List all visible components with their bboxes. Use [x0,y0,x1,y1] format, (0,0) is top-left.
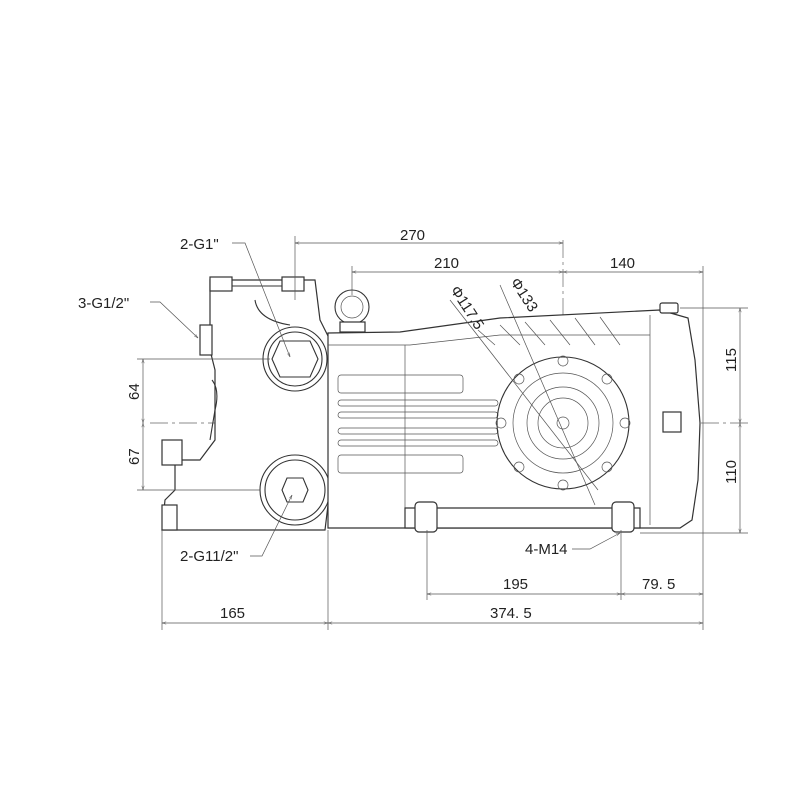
dim-165: 165 [220,605,245,622]
dim-67: 67 [126,448,143,465]
dim-195: 195 [503,576,528,593]
crankcase [327,302,701,533]
dim-140: 140 [610,255,635,272]
callout-mounting: 4-M14 [525,541,568,558]
bearing-cover-flange [495,355,631,491]
callout-inlet: 2-G11/2" [180,548,238,565]
dim-79-5: 79. 5 [642,576,675,593]
dim-64: 64 [126,383,143,400]
callout-ports: 3-G1/2" [78,295,129,312]
dim-115: 115 [723,348,740,372]
dim-110: 110 [723,460,740,484]
dim-phi133: Φ133 [507,275,541,315]
callout-labels: 2-G1" 3-G1/2" 2-G11/2" 4-M14 [78,236,568,565]
dim-270: 270 [400,227,425,244]
lifting-eye [334,289,370,333]
dimension-lines [137,236,748,630]
cooling-fins [337,316,621,474]
dim-374-5: 374. 5 [490,605,532,622]
callout-outlet: 2-G1" [180,236,219,253]
pump-head [161,276,331,531]
dim-210: 210 [434,255,459,272]
